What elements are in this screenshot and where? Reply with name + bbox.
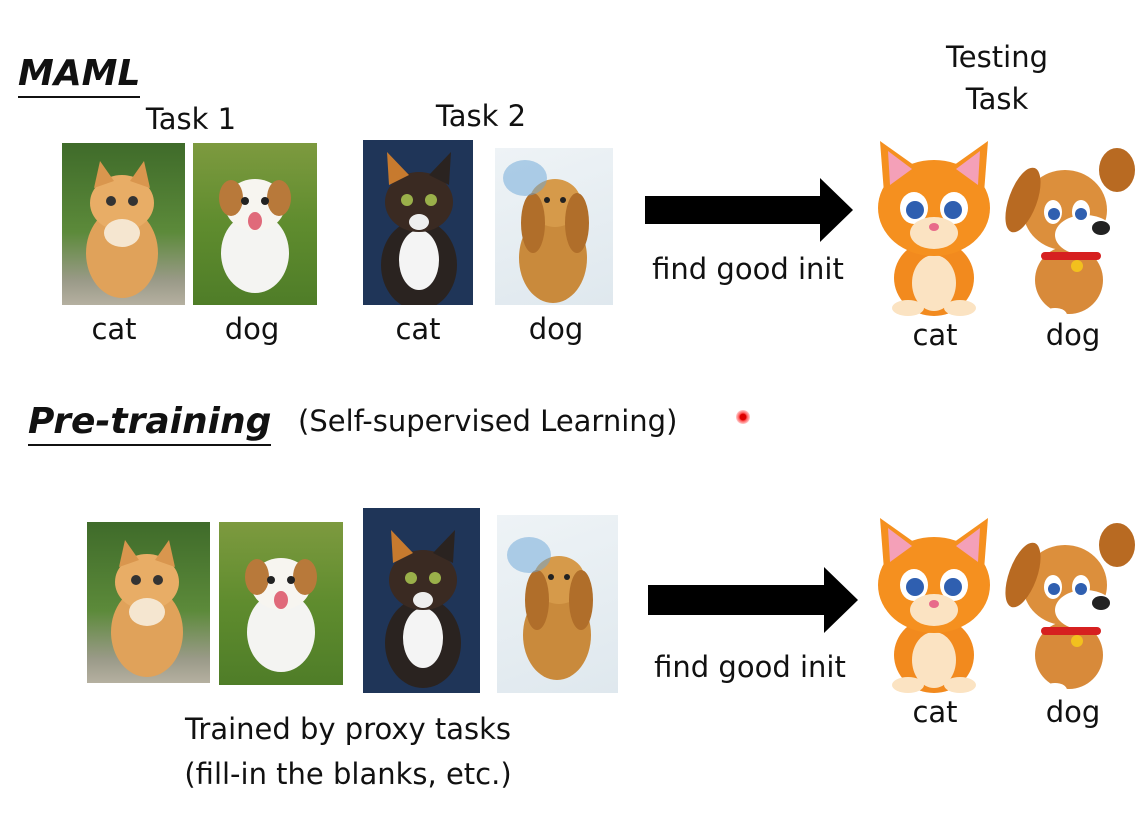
- task1-cat-label: cat: [91, 312, 137, 346]
- task1-label: Task 1: [145, 102, 237, 136]
- pretrain-cat-label: cat: [912, 695, 958, 729]
- pretrain-cat-painting: [363, 508, 480, 693]
- task2-dog-painting: [495, 148, 613, 305]
- caption-line2: (fill-in the blanks, etc.): [184, 757, 512, 791]
- task2-dog-label: dog: [528, 312, 584, 346]
- maml-title: MAML: [18, 52, 141, 98]
- laser-pointer-dot: [736, 410, 750, 424]
- testing-title-line2: Task: [965, 82, 1029, 116]
- testing-cartoon-cat: [868, 133, 1002, 318]
- task2-label: Task 2: [435, 99, 527, 133]
- arrow-right-icon: [645, 178, 853, 242]
- caption-line1: Trained by proxy tasks: [184, 712, 512, 746]
- pretrain-arrow-label: find good init: [654, 650, 846, 684]
- testing-cat-label: cat: [912, 318, 958, 352]
- pretrain-dog-photo: [219, 522, 343, 685]
- pretrain-cartoon-dog: [1005, 515, 1137, 700]
- arrow-right-icon: [648, 567, 858, 633]
- pretrain-dog-label: dog: [1045, 695, 1101, 729]
- pretrain-cartoon-cat: [868, 510, 1002, 695]
- task1-dog-photo: [193, 143, 317, 305]
- testing-dog-label: dog: [1045, 318, 1101, 352]
- testing-title-line1: Testing: [946, 40, 1048, 74]
- pretraining-subtitle: (Self-supervised Learning): [298, 404, 678, 438]
- task1-dog-label: dog: [224, 312, 280, 346]
- pretraining-title: Pre-training: [28, 400, 272, 446]
- maml-arrow-label: find good init: [652, 252, 844, 286]
- pretrain-dog-painting: [497, 515, 618, 693]
- pretrain-cat-photo: [87, 522, 210, 683]
- task2-cat-painting: [363, 140, 473, 305]
- task2-cat-label: cat: [395, 312, 441, 346]
- testing-cartoon-dog: [1005, 140, 1137, 325]
- task1-cat-photo: [62, 143, 185, 305]
